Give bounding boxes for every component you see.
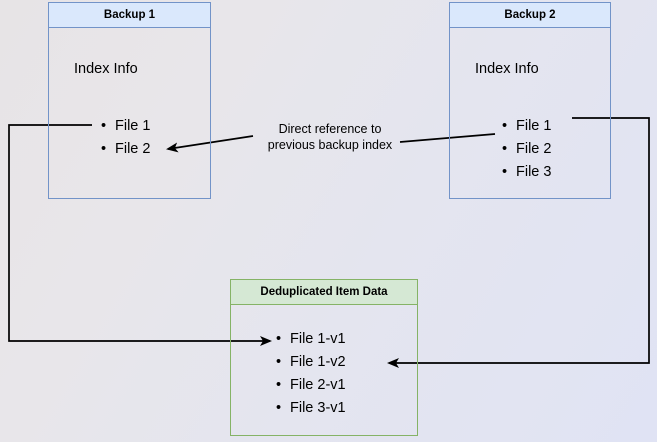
list-item: File 3-v1: [276, 397, 346, 420]
node-backup-1-body: Index Info File 1 File 2: [48, 28, 211, 199]
edge-backup2-to-label: [399, 133, 496, 143]
node-deduplicated-item-data[interactable]: Deduplicated Item Data File 1-v1 File 1-…: [230, 279, 418, 436]
list-item: File 2-v1: [276, 374, 346, 397]
node-backup-2-body: Index Info File 1 File 2 File 3: [449, 28, 611, 199]
node-dedup-body: File 1-v1 File 1-v2 File 2-v1 File 3-v1: [230, 305, 418, 436]
list-item: File 2: [502, 138, 551, 161]
node-backup-1-file-list: File 1 File 2: [101, 115, 150, 161]
node-dedup-header: Deduplicated Item Data: [230, 279, 418, 305]
list-item: File 1-v2: [276, 351, 346, 374]
node-backup-2-header: Backup 2: [449, 2, 611, 28]
list-item: File 1: [101, 115, 150, 138]
list-item: File 1-v1: [276, 328, 346, 351]
node-backup-1-index-label: Index Info: [74, 61, 138, 77]
edge-backup1-to-dedup: [8, 124, 272, 346]
node-backup-2[interactable]: Backup 2 Index Info File 1 File 2 File 3: [449, 2, 611, 199]
node-backup-2-file-list: File 1 File 2 File 3: [502, 115, 551, 184]
list-item: File 2: [101, 138, 150, 161]
node-backup-1[interactable]: Backup 1 Index Info File 1 File 2: [48, 2, 211, 199]
list-item: File 1: [502, 115, 551, 138]
edge-label-direct-reference: Direct reference to previous backup inde…: [267, 122, 393, 152]
node-backup-2-index-label: Index Info: [475, 61, 539, 77]
node-dedup-file-list: File 1-v1 File 1-v2 File 2-v1 File 3-v1: [276, 328, 346, 420]
node-backup-1-header: Backup 1: [48, 2, 211, 28]
list-item: File 3: [502, 161, 551, 184]
